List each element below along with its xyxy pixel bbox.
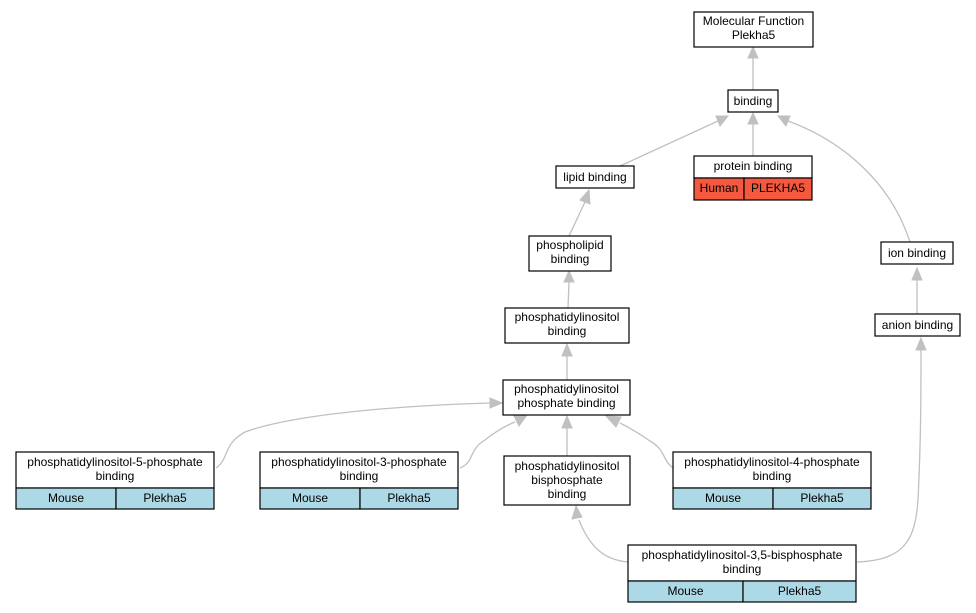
arrowhead-ion bbox=[911, 266, 923, 281]
node-label: protein binding bbox=[714, 159, 793, 173]
species-label: Mouse bbox=[48, 491, 84, 505]
node-ion-binding[interactable]: ion binding bbox=[880, 241, 954, 265]
node-label-line2: Plekha5 bbox=[732, 28, 776, 42]
node-label-line1: phosphatidylinositol-5-phosphate bbox=[27, 455, 203, 469]
edge-pi3p-to-pip bbox=[459, 421, 516, 469]
arrowhead-binding-center bbox=[747, 111, 759, 125]
gene-label: Plekha5 bbox=[387, 491, 431, 505]
node-label-line2: binding bbox=[548, 324, 587, 338]
node-binding[interactable]: binding bbox=[727, 89, 779, 113]
arrowhead-pi bbox=[561, 342, 573, 357]
node-label-line1: phosphatidylinositol-4-phosphate bbox=[684, 455, 860, 469]
node-pi5p-binding[interactable]: phosphatidylinositol-5-phosphate binding… bbox=[15, 451, 215, 510]
species-label: Human bbox=[700, 181, 739, 195]
gene-cell bbox=[772, 487, 872, 510]
node-label-line1: phosphatidylinositol bbox=[514, 382, 619, 396]
node-label-line2: bisphosphate bbox=[531, 473, 603, 487]
node-label: binding bbox=[734, 94, 773, 108]
node-label-line2: binding bbox=[96, 469, 135, 483]
edge-pi35bp-to-pibp bbox=[578, 519, 629, 563]
edge-pi-to-phospholipid bbox=[567, 281, 570, 309]
node-label-line1: phospholipid bbox=[536, 238, 603, 252]
node-label-line2: binding bbox=[340, 469, 379, 483]
edge-phospholipid-to-lipid bbox=[568, 201, 586, 237]
species-label: Mouse bbox=[667, 584, 703, 598]
node-pi3p-binding[interactable]: phosphatidylinositol-3-phosphate binding… bbox=[259, 451, 459, 510]
node-phosphatidylinositol-binding[interactable]: phosphatidylinositol binding bbox=[504, 307, 630, 344]
gene-cell bbox=[743, 177, 813, 201]
node-pi4p-binding[interactable]: phosphatidylinositol-4-phosphate binding… bbox=[672, 451, 872, 510]
node-pi35bp-binding[interactable]: phosphatidylinositol-3,5-bisphosphate bi… bbox=[627, 544, 857, 603]
node-anion-binding[interactable]: anion binding bbox=[874, 313, 961, 337]
node-lipid-binding[interactable]: lipid binding bbox=[555, 165, 635, 189]
edge-ion-to-binding bbox=[787, 120, 911, 243]
node-protein-binding[interactable]: protein binding Human PLEKHA5 bbox=[693, 155, 813, 201]
node-label-line2: binding bbox=[551, 252, 590, 266]
edge-pi4p-to-pip bbox=[619, 422, 674, 469]
edge-pi35bp-to-anion bbox=[856, 349, 922, 563]
arrowhead-phospholipid bbox=[563, 269, 575, 283]
species-label: Mouse bbox=[292, 491, 328, 505]
arrowhead-pip-right bbox=[604, 415, 622, 428]
arrowhead-root bbox=[747, 45, 759, 59]
node-label-line3: binding bbox=[548, 487, 587, 501]
arrowhead-pip-center bbox=[561, 414, 573, 429]
node-label-line2: phosphate binding bbox=[517, 396, 615, 410]
node-label-line2: binding bbox=[723, 562, 762, 576]
arrowhead-anion bbox=[915, 336, 927, 351]
arrowhead-pip-mid-left bbox=[513, 414, 529, 427]
edges bbox=[215, 45, 927, 563]
gene-cell bbox=[742, 580, 857, 603]
node-molecular-function[interactable]: Molecular Function Plekha5 bbox=[693, 11, 814, 48]
node-label: lipid binding bbox=[563, 170, 626, 184]
edge-lipid-to-binding bbox=[619, 120, 719, 167]
gene-cell bbox=[359, 487, 459, 510]
gene-label: Plekha5 bbox=[778, 584, 822, 598]
arrowhead-binding-left bbox=[715, 115, 730, 127]
node-label-line2: binding bbox=[753, 469, 792, 483]
node-label-line1: phosphatidylinositol-3-phosphate bbox=[271, 455, 447, 469]
node-phosphatidylinositol-phosphate-binding[interactable]: phosphatidylinositol phosphate binding bbox=[502, 379, 631, 416]
arrowhead-binding-right bbox=[776, 115, 791, 127]
arrowhead-pibp bbox=[571, 504, 583, 520]
node-label-line1: Molecular Function bbox=[703, 14, 804, 28]
node-label: anion binding bbox=[882, 318, 953, 332]
gene-label: PLEKHA5 bbox=[751, 181, 805, 195]
edge-pi5p-to-pip bbox=[215, 402, 491, 469]
gene-cell bbox=[115, 487, 215, 510]
node-phospholipid-binding[interactable]: phospholipid binding bbox=[528, 235, 612, 272]
node-label-line1: phosphatidylinositol bbox=[515, 310, 620, 324]
node-label-line1: phosphatidylinositol bbox=[515, 459, 620, 473]
species-label: Mouse bbox=[705, 491, 741, 505]
arrowhead-lipid bbox=[579, 188, 591, 205]
gene-label: Plekha5 bbox=[800, 491, 844, 505]
node-pi-bisphosphate-binding[interactable]: phosphatidylinositol bisphosphate bindin… bbox=[503, 455, 631, 506]
node-label: ion binding bbox=[888, 246, 946, 260]
gene-label: Plekha5 bbox=[143, 491, 187, 505]
arrowhead-pip-left bbox=[489, 397, 504, 409]
node-label-line1: phosphatidylinositol-3,5-bisphosphate bbox=[642, 548, 843, 562]
